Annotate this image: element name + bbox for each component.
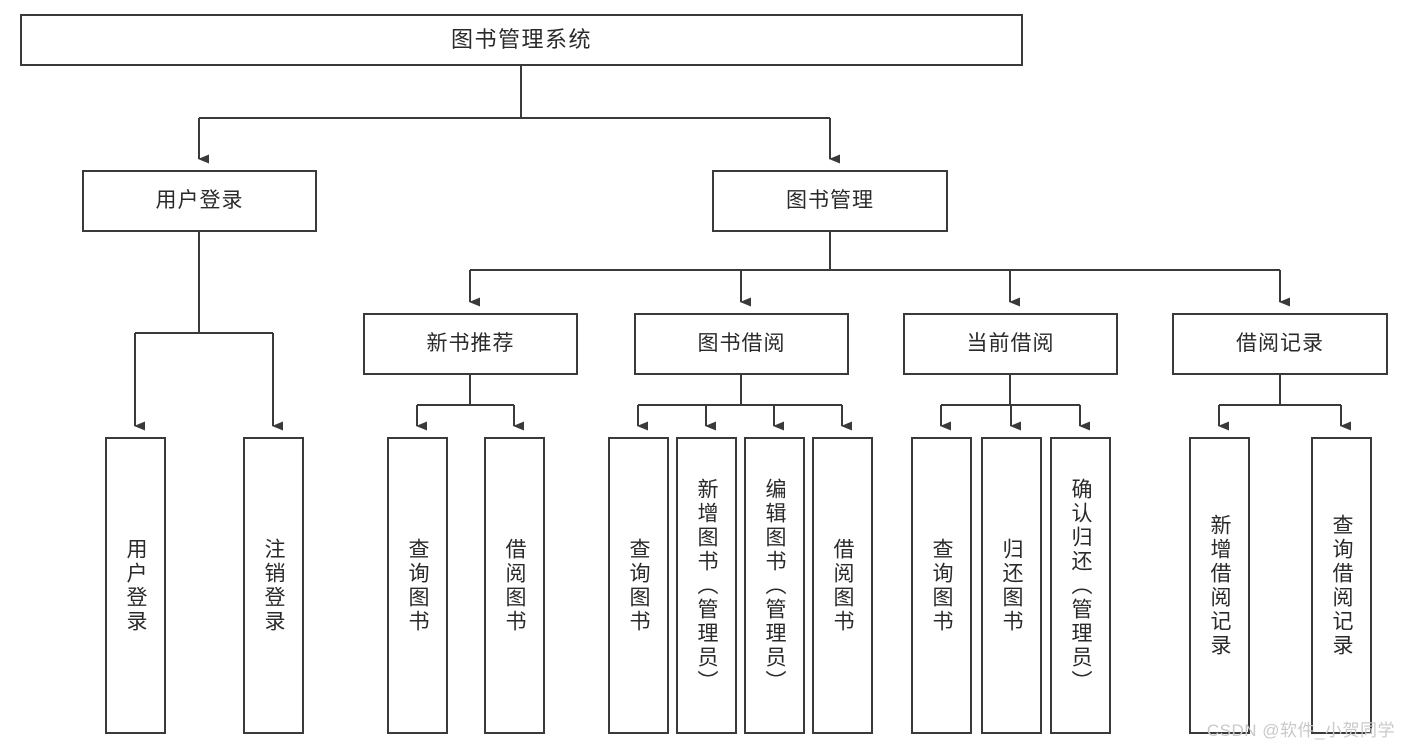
node-label: 用户登录 [124,537,147,634]
node-leaf-query-borrow-record[interactable]: 查询借阅记录 [1311,437,1372,734]
node-label: 用户登录 [155,189,244,213]
node-label: 编辑图书（管理员） [763,477,786,694]
node-user-login[interactable]: 用户登录 [82,170,317,232]
node-leaf-return-book[interactable]: 归还图书 [981,437,1042,734]
connector-group [133,66,1351,431]
node-book-management-system[interactable]: 图书管理系统 [20,14,1023,66]
node-label: 查询图书 [406,537,429,634]
node-book-management[interactable]: 图书管理 [712,170,948,232]
node-label: 新增图书（管理员） [695,477,718,694]
node-label: 图书借阅 [697,332,786,356]
node-leaf-add-book-admin[interactable]: 新增图书（管理员） [676,437,737,734]
node-label: 归还图书 [1000,537,1023,634]
node-new-book-recommend[interactable]: 新书推荐 [363,313,578,375]
node-leaf-query-book-2[interactable]: 查询图书 [608,437,669,734]
node-leaf-borrow-book-2[interactable]: 借阅图书 [812,437,873,734]
node-current-borrow[interactable]: 当前借阅 [903,313,1118,375]
node-label: 图书管理系统 [450,26,592,52]
node-book-borrow[interactable]: 图书借阅 [634,313,849,375]
node-leaf-user-login[interactable]: 用户登录 [105,437,166,734]
node-label: 查询图书 [627,537,650,634]
node-leaf-query-book-1[interactable]: 查询图书 [387,437,448,734]
node-label: 新书推荐 [426,332,515,356]
node-leaf-confirm-return-admin[interactable]: 确认归还（管理员） [1050,437,1111,734]
node-borrow-record[interactable]: 借阅记录 [1172,313,1388,375]
node-leaf-edit-book-admin[interactable]: 编辑图书（管理员） [744,437,805,734]
node-label: 查询图书 [930,537,953,634]
node-leaf-borrow-book-1[interactable]: 借阅图书 [484,437,545,734]
node-label: 借阅图书 [503,537,526,634]
node-label: 注销登录 [262,537,285,634]
node-leaf-add-borrow-record[interactable]: 新增借阅记录 [1189,437,1250,734]
node-label: 借阅图书 [831,537,854,634]
node-label: 借阅记录 [1236,332,1324,356]
node-leaf-logout[interactable]: 注销登录 [243,437,304,734]
watermark: CSDN @软件_小贺同学 [1206,721,1395,740]
node-label: 确认归还（管理员） [1069,477,1092,694]
node-leaf-query-book-3[interactable]: 查询图书 [911,437,972,734]
node-label: 图书管理 [786,189,874,213]
node-label: 查询借阅记录 [1330,513,1353,658]
node-label: 新增借阅记录 [1208,513,1231,658]
node-label: 当前借阅 [966,332,1055,356]
